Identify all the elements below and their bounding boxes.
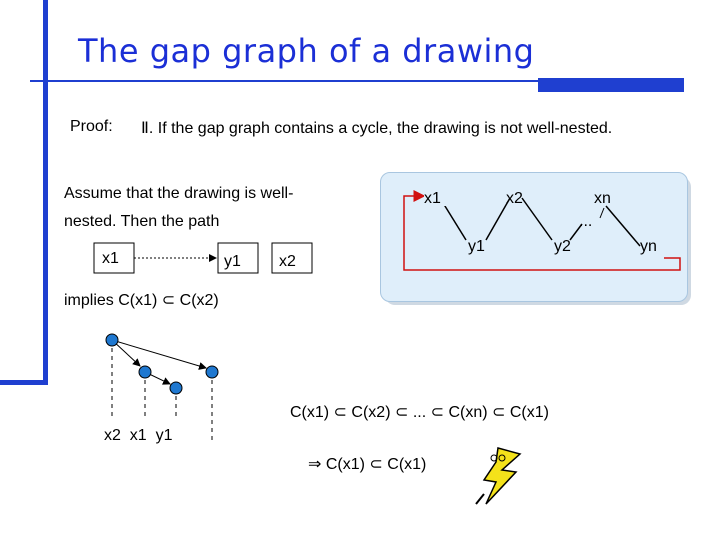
edge-xn-yn (605, 205, 641, 247)
tree-node-right (205, 365, 219, 379)
cycle-ellipsis: ... (579, 213, 592, 230)
tree-node-x1 (138, 365, 152, 379)
cycle-node-yn: yn (640, 238, 657, 255)
path-node-y1-box (217, 242, 259, 274)
edge-x2-y2 (521, 197, 553, 241)
path-node-x1: x1 (102, 250, 119, 267)
edge-y1-x2 (485, 197, 511, 241)
path-node-y1: y1 (224, 253, 241, 270)
title-underline (30, 80, 684, 82)
proof-statement: Ⅱ. If the gap graph contains a cycle, th… (141, 120, 613, 137)
slide-title: The gap graph of a drawing (78, 32, 535, 70)
path-diagram: x1 y1 x2 (93, 242, 313, 274)
path-node-x1-box (93, 242, 135, 274)
accent-stripe (43, 0, 48, 385)
cycle-node-x2: x2 (506, 190, 523, 207)
tree-node-y1 (169, 381, 183, 395)
node-x1-bg (424, 186, 448, 206)
accent-foot (0, 380, 48, 385)
title-underline-block (538, 78, 684, 92)
tree-node-root (105, 333, 119, 347)
path-node-x2: x2 (279, 253, 296, 270)
cycle-node-y2: y2 (554, 238, 571, 255)
edge-dots-xn (599, 207, 605, 219)
implies-text: implies C(x1) ⊂ C(x2) (64, 292, 219, 309)
cycle-back-arrow (403, 190, 681, 271)
assumption-text: Assume that the drawing is well- nested.… (64, 180, 364, 236)
cycle-node-y1: y1 (468, 238, 485, 255)
proof-label: Proof: (70, 118, 113, 135)
cycle-node-x1: x1 (424, 190, 441, 207)
containment-chain: C(x1) ⊂ C(x2) ⊂ ... ⊂ C(xn) ⊂ C(x1) (290, 404, 549, 421)
tree-drawing: x2 x1 y1 (104, 333, 219, 444)
tree-labels: x2 x1 y1 (104, 427, 173, 444)
cycle-node-xn: xn (594, 190, 611, 207)
edge-y2-dots (569, 223, 583, 241)
lightning-bolt-icon (475, 447, 522, 505)
cycle-graph: x1 x2 xn y1 y2 yn ... (403, 186, 681, 271)
tree-edge-2 (111, 339, 207, 370)
assumption-line-1: Assume that the drawing is well- (64, 185, 294, 202)
path-node-x2-box (271, 242, 313, 274)
contradiction-conclusion: ⇒ C(x1) ⊂ C(x1) (308, 456, 427, 473)
left-accent-bar (0, 0, 48, 385)
assumption-line-2: nested. Then the path (64, 213, 220, 230)
